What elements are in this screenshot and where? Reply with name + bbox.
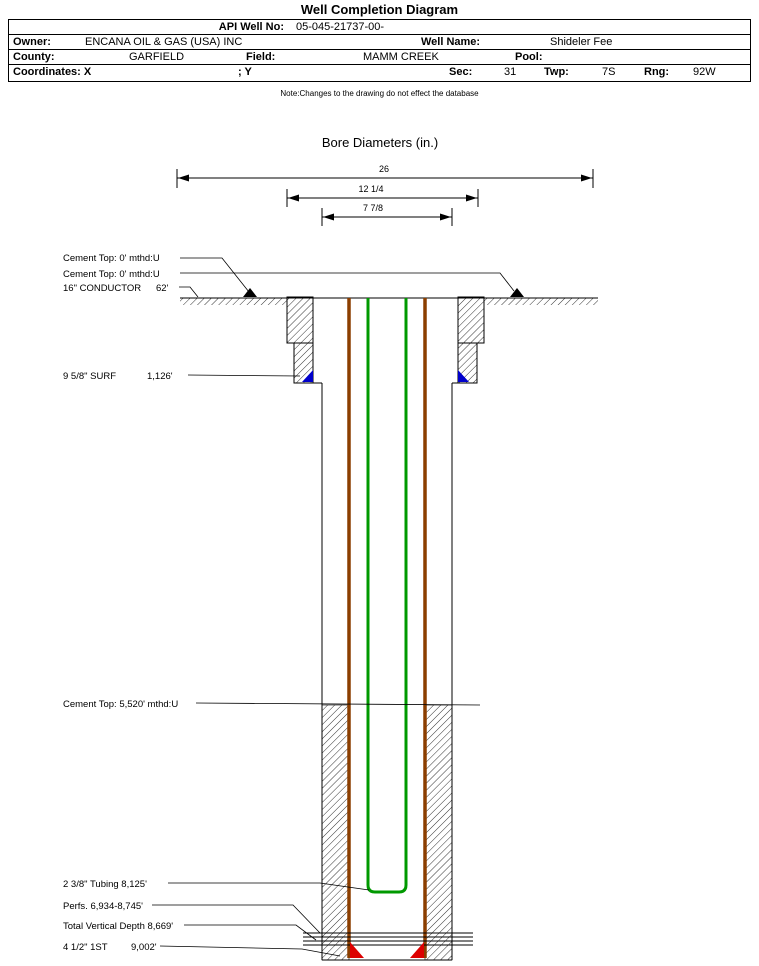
- annotation-cement-top-a: Cement Top: 0' mthd:U: [63, 253, 160, 264]
- annotation-surface-depth: 1,126': [147, 371, 173, 382]
- conductor-wall-right: [457, 296, 485, 344]
- well-name-label: Well Name:: [421, 36, 481, 48]
- conductor-wall-left: [286, 296, 314, 344]
- dim-12-1-4: 12 1/4: [286, 184, 479, 207]
- leader-conductor: [179, 286, 199, 298]
- annotation-perfs: Perfs. 6,934-8,745': [63, 901, 143, 912]
- rng-value: 92W: [693, 66, 716, 78]
- surface-shoe-right: [458, 370, 469, 382]
- annotation-tubing: 2 3/8" Tubing 8,125': [63, 879, 147, 890]
- production-shoe-right: [410, 942, 424, 958]
- leader-production-casing: [159, 945, 341, 957]
- table-divider-1: [9, 34, 750, 35]
- note-text: Note:Changes to the drawing do not effec…: [280, 89, 479, 98]
- leader-tvd: [184, 924, 317, 941]
- twp-value: 7S: [602, 66, 616, 78]
- dim-7-label: 7 7/8: [363, 203, 383, 213]
- ground-hatch-right: [484, 298, 598, 305]
- bore-diameters-title: Bore Diameters (in.): [322, 135, 438, 150]
- perforation-lines: [303, 932, 473, 946]
- page-title: Well Completion Diagram: [300, 2, 459, 17]
- dim-7-7-8: 7 7/8: [321, 203, 453, 226]
- annotation-production-label: 4 1/2" 1ST: [63, 942, 108, 953]
- dim-12-arrow-left: [288, 194, 299, 202]
- annotation-production-depth: 9,002': [131, 942, 157, 953]
- production-shoe-left: [350, 942, 364, 958]
- owner-label: Owner:: [13, 36, 51, 48]
- annotation-conductor-label: 16" CONDUCTOR: [63, 283, 141, 294]
- field-label: Field:: [246, 51, 276, 63]
- county-label: County:: [13, 51, 55, 63]
- leader-lines: [152, 257, 515, 957]
- dim-7-arrow-right: [440, 213, 451, 221]
- header-table: API Well No: 05-045-21737-00- Owner: ENC…: [8, 19, 751, 82]
- field-value: MAMM CREEK: [363, 51, 439, 63]
- dim-12-label: 12 1/4: [358, 184, 383, 194]
- annotation-surface-label: 9 5/8" SURF: [63, 371, 116, 382]
- leader-tubing: [168, 882, 370, 891]
- surface-casing-wall-left: [293, 342, 314, 384]
- owner-value: ENCANA OIL & GAS (USA) INC: [85, 36, 243, 48]
- leader-cement-top-b: [180, 272, 515, 292]
- cement-top-marker-right: [510, 288, 524, 297]
- leader-surface-casing: [187, 374, 301, 377]
- dim-12-arrow-right: [466, 194, 477, 202]
- api-label: API Well No:: [218, 21, 284, 33]
- annotation-conductor-depth: 62': [156, 283, 169, 294]
- table-divider-3: [9, 64, 750, 65]
- sec-label: Sec:: [449, 66, 473, 78]
- leader-cement-top-mid: [195, 702, 481, 706]
- pool-label: Pool:: [515, 51, 543, 63]
- leader-perfs: [152, 904, 321, 934]
- ground-hatch-left: [180, 298, 287, 305]
- twp-label: Twp:: [544, 66, 569, 78]
- surface-shoe-left: [302, 370, 313, 382]
- cement-top-marker-left: [243, 288, 257, 297]
- coordinates-label: Coordinates: X: [13, 66, 92, 78]
- annotation-cement-top-b: Cement Top: 0' mthd:U: [63, 269, 160, 280]
- dim-26: 26: [176, 164, 594, 188]
- rng-label: Rng:: [644, 66, 670, 78]
- tubing: [366, 298, 408, 894]
- surface-casing-wall-right: [457, 342, 478, 384]
- annotation-cement-top-mid: Cement Top: 5,520' mthd:U: [63, 699, 178, 710]
- table-divider-2: [9, 49, 750, 50]
- cement-column-left: [321, 704, 350, 961]
- annotation-tvd: Total Vertical Depth 8,669': [63, 921, 173, 932]
- county-value: GARFIELD: [129, 51, 185, 63]
- cement-column-right: [424, 704, 453, 961]
- dim-26-arrow-left: [178, 174, 189, 182]
- coordinates-y-label: ; Y: [238, 66, 252, 78]
- dim-26-label: 26: [379, 164, 389, 174]
- dim-7-arrow-left: [323, 213, 334, 221]
- well-name-value: Shideler Fee: [550, 36, 613, 48]
- api-value: 05-045-21737-00-: [296, 21, 385, 33]
- leader-cement-top-a: [180, 257, 250, 293]
- sec-value: 31: [504, 66, 517, 78]
- dim-26-arrow-right: [581, 174, 592, 182]
